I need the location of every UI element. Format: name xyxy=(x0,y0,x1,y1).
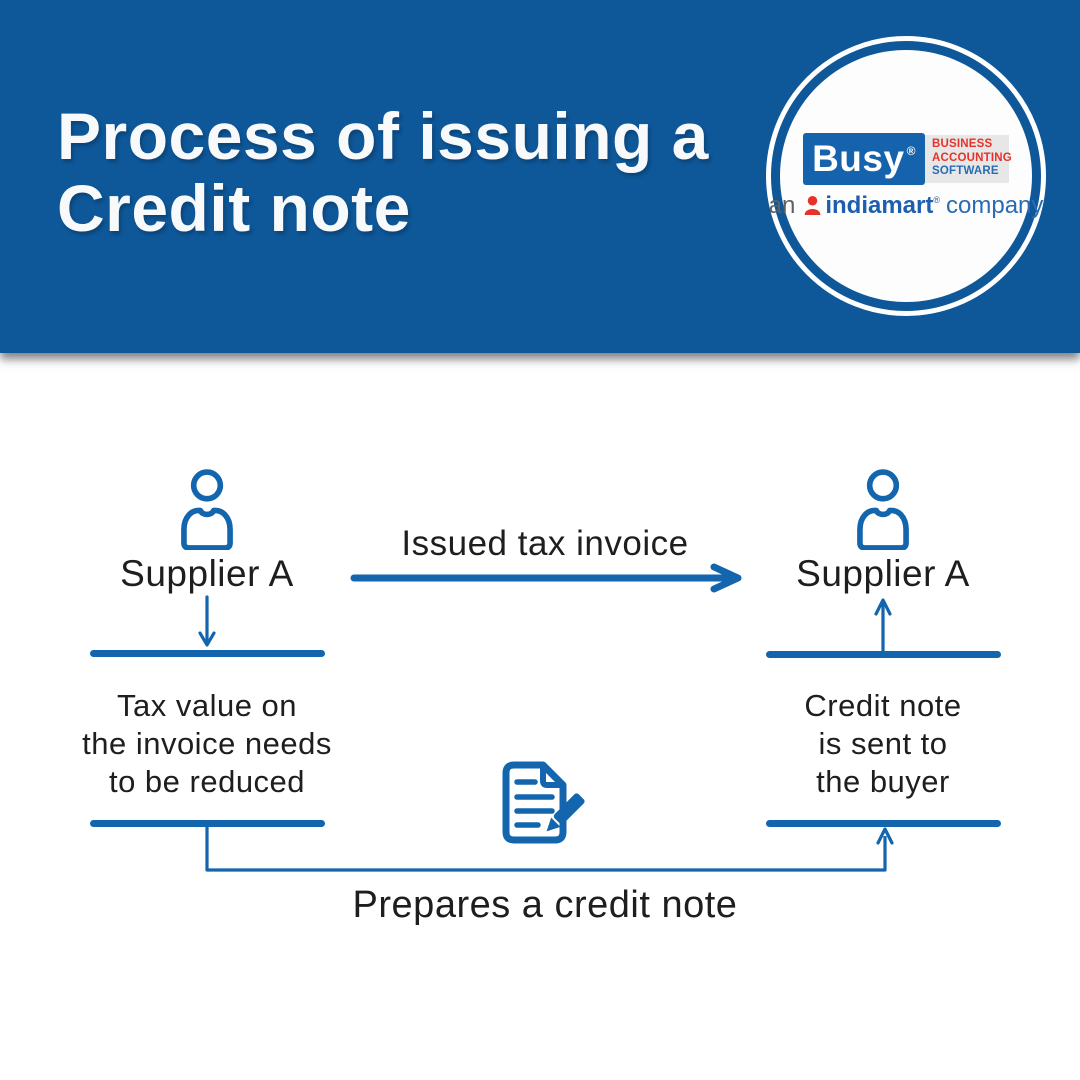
left-actor-label: Supplier A xyxy=(120,553,294,594)
busy-wordmark: Busy ® xyxy=(803,132,925,185)
page-title: Process of issuing a Credit note xyxy=(57,99,709,245)
brand-badge-ring xyxy=(766,36,1046,316)
header-banner: Process of issuing a Credit note Busy ® … xyxy=(0,0,1080,353)
right-actor-label: Supplier A xyxy=(796,553,970,594)
right-actor-note: Credit note is sent to the buyer xyxy=(804,688,962,799)
brand-badge: Busy ® BUSINESS ACCOUNTING SOFTWARE an i… xyxy=(769,50,1043,302)
arrow-up-icon xyxy=(874,598,892,654)
left-top-divider xyxy=(90,650,325,657)
arrow-right-icon xyxy=(350,563,742,593)
document-pencil-icon xyxy=(502,761,585,844)
tagline-line-3: SOFTWARE xyxy=(932,165,999,178)
person-icon xyxy=(181,469,233,550)
busy-tagline: BUSINESS ACCOUNTING SOFTWARE xyxy=(925,134,1012,183)
indiamart-suffix: company xyxy=(946,191,1044,219)
bottom-connector-arrow xyxy=(205,824,894,872)
indiamart-icon xyxy=(804,196,821,215)
indiamart-brand: indiamart xyxy=(825,191,934,219)
left-actor-note: Tax value on the invoice needs to be red… xyxy=(82,688,332,799)
tagline-line-2: ACCOUNTING xyxy=(932,151,1012,164)
registered-mark: ® xyxy=(906,143,916,158)
indiamart-line: an indiamart ® company xyxy=(769,192,1044,220)
person-icon xyxy=(857,469,909,550)
bottom-flow-label: Prepares a credit note xyxy=(352,884,738,926)
right-top-divider xyxy=(766,651,1001,658)
indiamart-registered: ® xyxy=(933,194,940,205)
arrow-down-icon xyxy=(198,595,216,647)
top-flow-label: Issued tax invoice xyxy=(401,524,689,563)
indiamart-prefix: an xyxy=(768,191,796,219)
busy-brand-text: Busy xyxy=(812,137,905,179)
tagline-line-1: BUSINESS xyxy=(932,138,993,151)
left-bottom-divider xyxy=(90,820,325,827)
right-bottom-divider xyxy=(766,820,1001,827)
busy-logo: Busy ® BUSINESS ACCOUNTING SOFTWARE xyxy=(803,132,1012,185)
